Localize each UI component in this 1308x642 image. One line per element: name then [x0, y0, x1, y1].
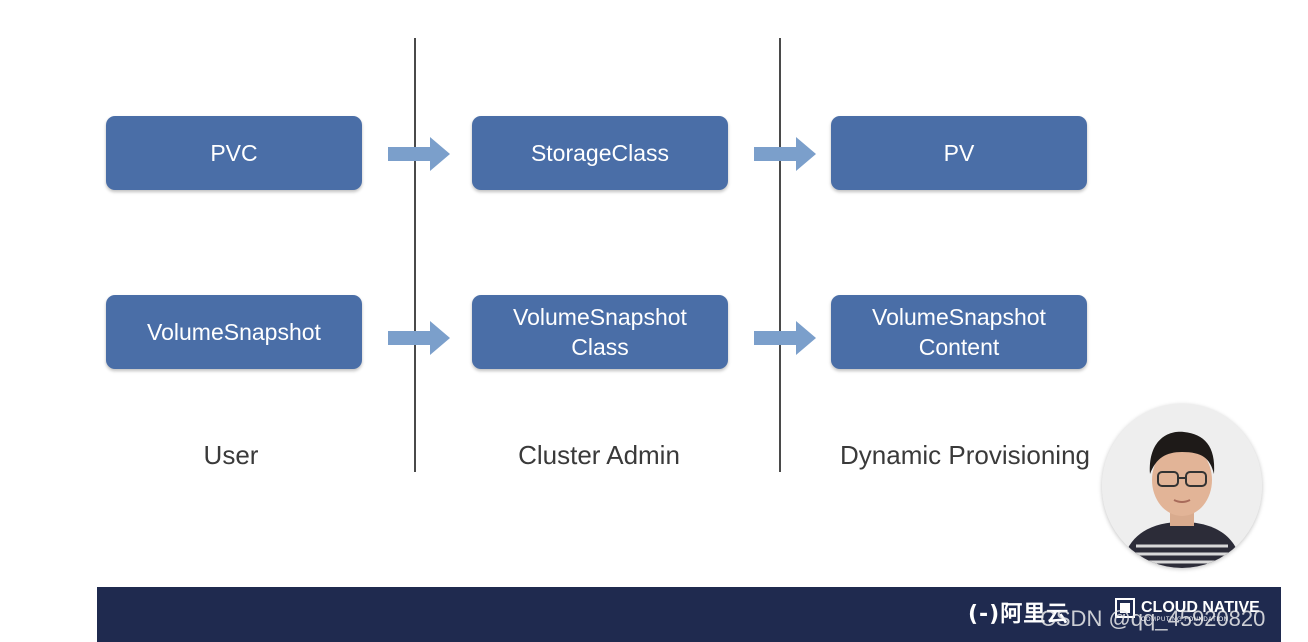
- storageclass-box: StorageClass: [472, 116, 728, 190]
- pvc-box: PVC: [106, 116, 362, 190]
- lane-divider-left: [414, 38, 416, 472]
- cloud-native-logo: CLOUD NATIVE COMPUTING FOUNDATION: [1115, 598, 1260, 623]
- volumesnapshotcontent-box: VolumeSnapshot Content: [831, 295, 1087, 369]
- lane-label-user: User: [203, 440, 259, 470]
- arrow-storageclass-to-pv: [754, 137, 816, 171]
- volumesnapshotclass-label-line1: VolumeSnapshot: [513, 304, 687, 330]
- arrow-class-to-content: [754, 321, 816, 355]
- lane-label-dynamic-provisioning: Dynamic Provisioning: [840, 440, 1090, 470]
- storageclass-label: StorageClass: [530, 140, 670, 166]
- lane-divider-right: [779, 38, 781, 472]
- lane-label-cluster-admin: Cluster Admin: [518, 440, 680, 470]
- pv-label: PV: [943, 140, 975, 166]
- arrow-volumesnapshot-to-class: [388, 321, 450, 355]
- csdn-watermark: CSDN @qq_45920820: [1040, 606, 1266, 631]
- aliyun-logo: (-)阿里云: [968, 602, 1070, 627]
- footer-bar: [97, 587, 1281, 642]
- volumesnapshotcontent-label-line2: Content: [918, 334, 1000, 360]
- cncf-mark-icon: [1115, 598, 1135, 618]
- presenter-portrait-icon: [1102, 404, 1262, 568]
- arrow-pvc-to-storageclass: [388, 137, 450, 171]
- volumesnapshot-label: VolumeSnapshot: [147, 319, 321, 345]
- pvc-label: PVC: [210, 140, 258, 166]
- volumesnapshotclass-label-line2: Class: [571, 334, 629, 360]
- volumesnapshot-box: VolumeSnapshot: [106, 295, 362, 369]
- volumesnapshotclass-box: VolumeSnapshot Class: [472, 295, 728, 369]
- presenter-video: [1102, 404, 1262, 568]
- cloud-native-logo-text: CLOUD NATIVE: [1141, 599, 1260, 616]
- volumesnapshotcontent-label-line1: VolumeSnapshot: [872, 304, 1046, 330]
- cloud-native-logo-subtext: COMPUTING FOUNDATION: [1141, 617, 1229, 623]
- pv-box: PV: [831, 116, 1087, 190]
